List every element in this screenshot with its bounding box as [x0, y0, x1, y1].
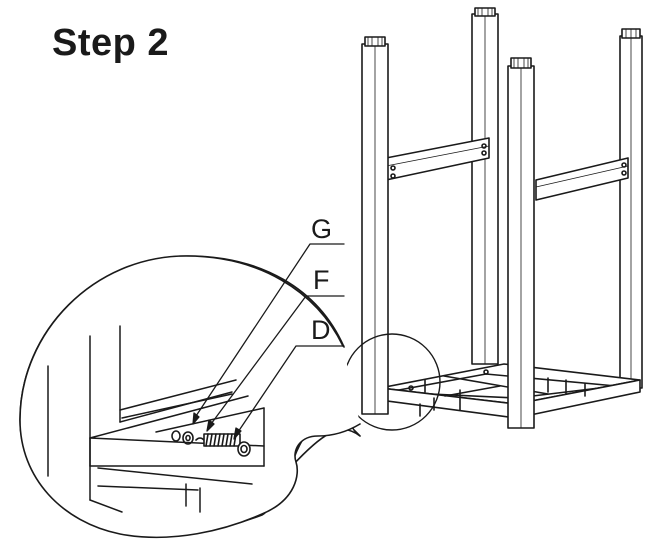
part-label-f: F: [313, 265, 330, 295]
leader-g: [192, 243, 345, 425]
leg-front-left: [361, 36, 389, 415]
part-label-d: D: [311, 315, 331, 345]
leader-f: [206, 295, 345, 432]
leader-d: [233, 345, 345, 440]
leg-front-right: [507, 57, 535, 429]
hardware-g-washer: [171, 430, 181, 442]
leg-back-right: [619, 28, 643, 389]
step-title: Step 2: [52, 22, 170, 64]
stool-frame: [343, 7, 643, 431]
detail-zoom-bubble: [19, 243, 361, 539]
leg-back-left: [471, 7, 499, 365]
rail-right-upper: [535, 157, 629, 201]
hardware-f-lock-washer: [182, 431, 194, 445]
hardware-d-bolt: [195, 433, 251, 457]
part-label-g: G: [311, 214, 333, 244]
